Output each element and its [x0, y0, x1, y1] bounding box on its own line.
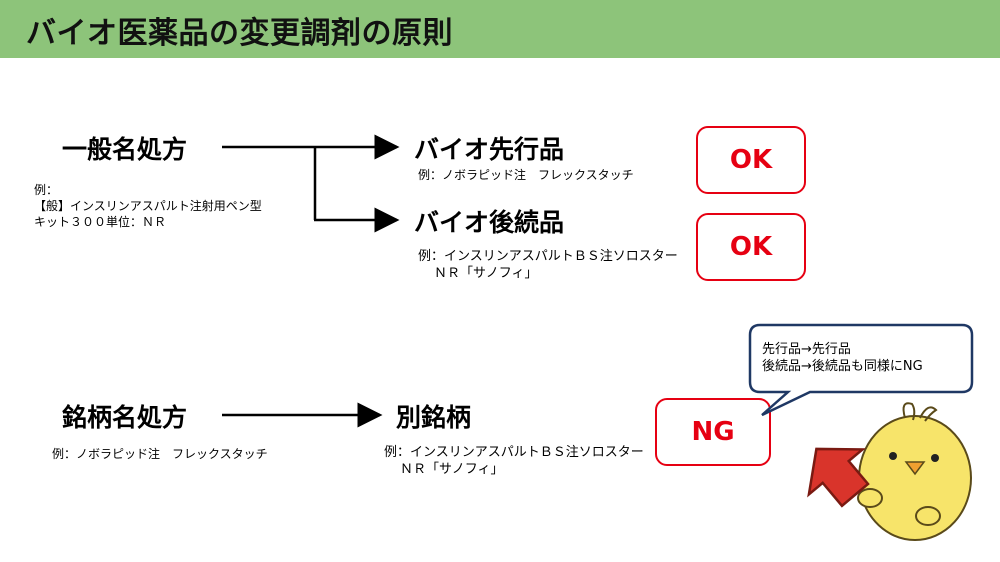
example-line: キット３００単位：ＮＲ [34, 215, 167, 229]
generic-prescription-label: 一般名処方 [62, 135, 188, 164]
bubble-line: 後続品→後続品も同様にNG [762, 359, 923, 374]
speech-bubble-text: 先行品→先行品 後続品→後続品も同様にNG [762, 341, 923, 375]
red-arrow-sign-icon [807, 447, 870, 508]
generic-prescription-example: 例： 【般】インスリンアスパルト注射用ペン型 キット３００単位：ＮＲ [34, 182, 262, 230]
ok-badge-biosimilar: OK [696, 213, 806, 281]
example-line: ＮＲ「サノフィ」 [400, 462, 504, 477]
biosimilar-example: 例：インスリンアスパルトＢＳ注ソロスター ＮＲ「サノフィ」 [418, 248, 678, 282]
example-line: ＮＲ「サノフィ」 [434, 266, 538, 281]
brand-prescription-example: 例：ノボラピッド注 フレックスタッチ [52, 447, 268, 461]
example-line: 例：インスリンアスパルトＢＳ注ソロスター [384, 445, 644, 460]
page-title: バイオ医薬品の変更調剤の原則 [26, 16, 453, 51]
other-brand-label: 別銘柄 [396, 403, 472, 432]
ok-badge-original: OK [696, 126, 806, 194]
biosimilar-label: バイオ後続品 [414, 208, 565, 237]
example-line: 例： [34, 183, 59, 197]
brand-prescription-label: 銘柄名処方 [62, 403, 188, 432]
example-line: 例：インスリンアスパルトＢＳ注ソロスター [418, 249, 678, 264]
example-line: 【般】インスリンアスパルト注射用ペン型 [34, 199, 262, 213]
bubble-line: 先行品→先行品 [762, 342, 851, 357]
other-brand-example: 例：インスリンアスパルトＢＳ注ソロスター ＮＲ「サノフィ」 [384, 444, 644, 478]
original-biologic-label: バイオ先行品 [414, 135, 565, 164]
ng-badge: NG [655, 398, 771, 466]
title-bar: バイオ医薬品の変更調剤の原則 [0, 0, 1000, 58]
original-biologic-example: 例：ノボラピッド注 フレックスタッチ [418, 168, 634, 182]
